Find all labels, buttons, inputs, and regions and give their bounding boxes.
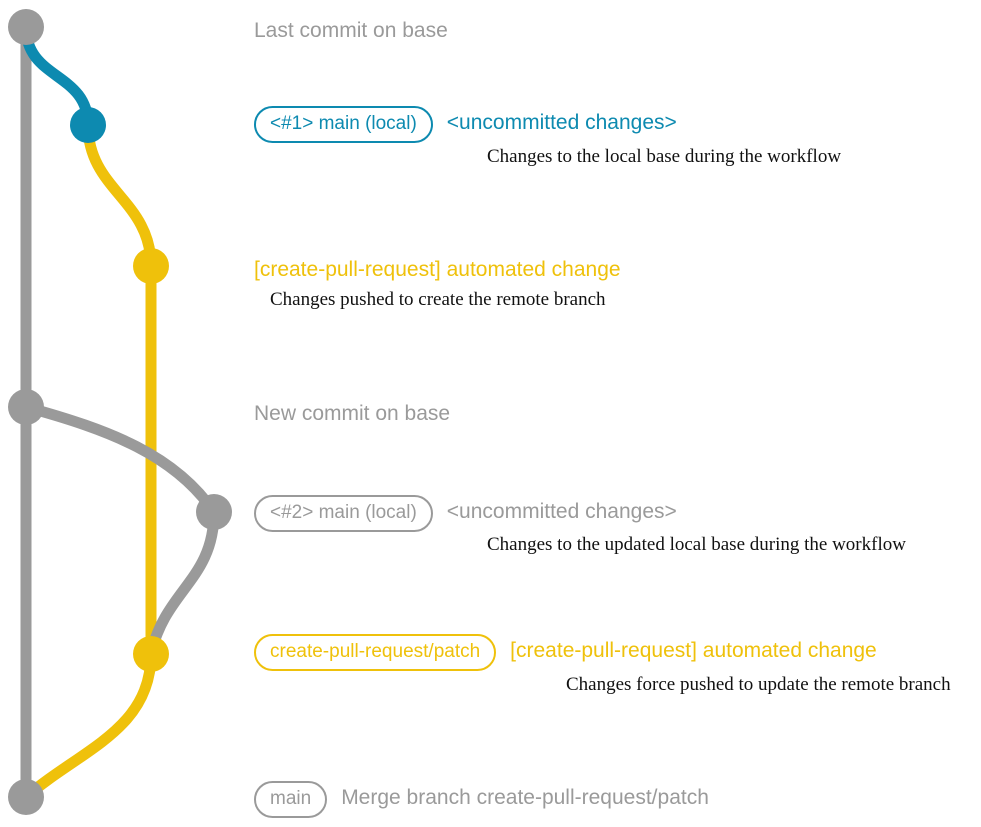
commit-node-merge-branch-hit[interactable] (7, 778, 45, 816)
commit-node-new-commit-on-base-hit[interactable] (7, 388, 45, 426)
commit-description: Changes force pushed to update the remot… (566, 674, 951, 695)
commit-row-local-uncommitted-2: <#2> main (local) <uncommitted changes> (254, 495, 677, 532)
commit-description: Changes to the updated local base during… (487, 534, 906, 555)
branch-ref-pill[interactable]: main (254, 781, 328, 818)
commit-row-automated-change-2: create-pull-request/patch [create-pull-re… (254, 634, 877, 671)
commit-row-automated-change-1: [create-pull-request] automated change (254, 253, 621, 287)
commit-row-last-commit-on-base: Last commit on base (254, 14, 448, 48)
commit-subject: New commit on base (254, 402, 451, 425)
commit-subject: Last commit on base (254, 19, 448, 42)
commit-subject: <uncommitted changes> (446, 111, 677, 134)
branch-ref-pill[interactable]: <#1> main (local) (254, 106, 433, 143)
commit-node-automated-change-2-hit[interactable] (132, 635, 170, 673)
commit-node-local-uncommitted-2-hit[interactable] (195, 493, 233, 531)
commit-node-last-commit-on-base-hit[interactable] (7, 8, 45, 46)
edge-local-to-patch (82, 119, 157, 272)
commit-subject: <uncommitted changes> (446, 500, 677, 523)
commit-row-merge-branch: main Merge branch create-pull-request/pat… (254, 781, 709, 818)
commit-node-local-uncommitted-1-hit[interactable] (69, 106, 107, 144)
branch-ref-pill[interactable]: <#2> main (local) (254, 495, 433, 532)
commit-subject: Merge branch create-pull-request/patch (341, 786, 709, 809)
commit-description: Changes to the local base during the wor… (487, 146, 842, 167)
commit-node-automated-change-1-hit[interactable] (132, 247, 170, 285)
edge-layer (20, 21, 220, 803)
commit-subject: [create-pull-request] automated change (510, 639, 877, 662)
commit-row-new-commit-on-base: New commit on base (254, 397, 450, 431)
branch-ref-pill[interactable]: create-pull-request/patch (254, 634, 497, 671)
edge-mergein-to-patch (145, 506, 220, 660)
commit-row-local-uncommitted-1: <#1> main (local) <uncommitted changes> (254, 106, 677, 143)
commit-description: Changes pushed to create the remote bran… (270, 289, 606, 310)
edge-patch-to-base (20, 648, 157, 803)
edge-base-to-mergein (20, 401, 220, 518)
commit-subject: [create-pull-request] automated change (254, 258, 621, 281)
